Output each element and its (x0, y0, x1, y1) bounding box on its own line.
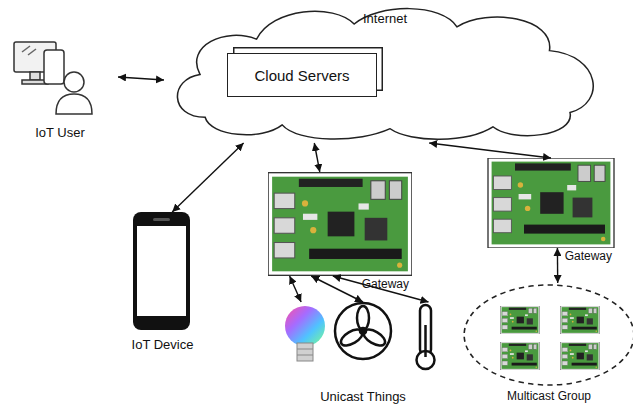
gateway-board (268, 173, 412, 276)
connector-arrow (290, 276, 302, 302)
connector-arrow (314, 143, 320, 172)
bulb-icon (285, 306, 325, 361)
gateway-board (488, 158, 614, 248)
connector-arrow (118, 77, 164, 80)
connector-arrow (333, 276, 429, 302)
server-box: Cloud Servers (227, 53, 377, 97)
phone-icon (133, 212, 190, 330)
connector-arrow (311, 276, 363, 302)
fan-icon (335, 303, 391, 359)
user-node: IoT User (2, 35, 118, 140)
gateway-node: Gateway (487, 158, 615, 248)
device-node: IoT Device (114, 212, 211, 352)
things-group: Unicast Things (272, 302, 454, 404)
gateway-node: Gateway (268, 172, 412, 276)
user-icon (14, 42, 92, 114)
node-label: Internet (164, 11, 606, 26)
node-label: Cloud Servers (254, 68, 349, 83)
cloud-region: InternetCloud Servers (164, 3, 606, 143)
group-outline (462, 283, 633, 387)
node-label: Gateway (565, 249, 612, 264)
connector-arrow (172, 143, 243, 212)
connector-arrow (557, 248, 559, 283)
sensor-board (560, 306, 599, 334)
node-label: Unicast Things (272, 389, 454, 404)
node-label: IoT Device (114, 337, 211, 352)
thermometer-icon (417, 305, 435, 369)
sensor-board (500, 342, 539, 370)
sensor-board (500, 306, 539, 334)
sensor-board (560, 342, 599, 370)
connector-arrow (429, 143, 551, 158)
node-label: Multicast Group (462, 389, 633, 404)
node-label: Gateway (362, 277, 409, 292)
node-label: IoT User (2, 125, 118, 140)
multicast-group: Multicast Group (462, 283, 633, 387)
